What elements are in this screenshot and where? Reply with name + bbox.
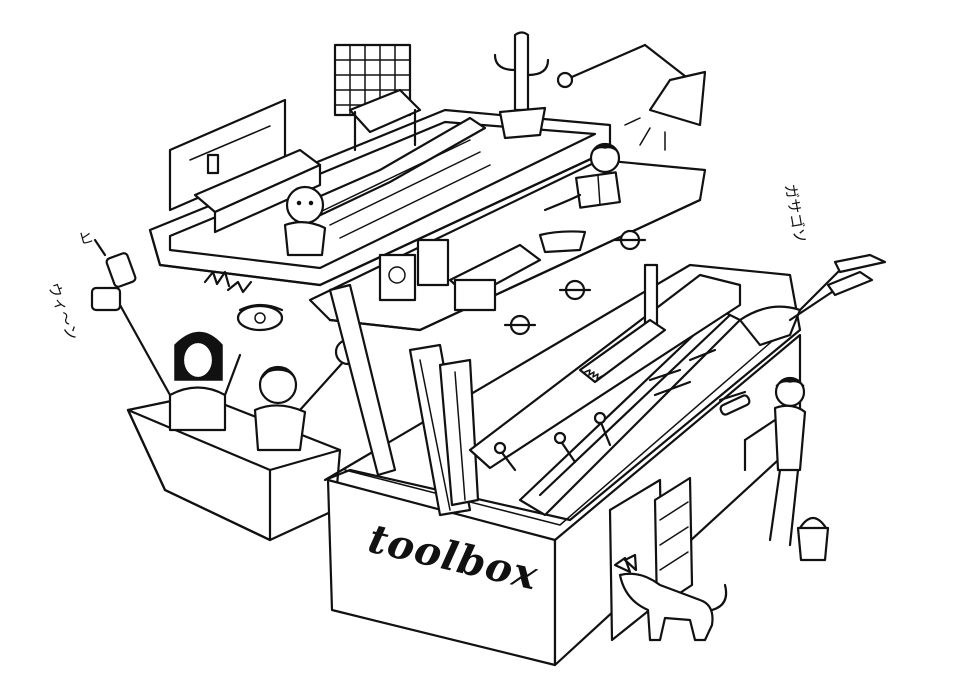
wood-planks: [328, 283, 480, 517]
left-people-tray: [90, 238, 362, 542]
drill-icon: [93, 238, 137, 288]
back-furniture-tray: [148, 31, 612, 287]
cactus-icon: [493, 31, 550, 140]
paint-bucket-icon: [796, 516, 830, 562]
painter-figure: [719, 376, 807, 547]
sfx-text-left-1: ヒ: [76, 228, 95, 249]
cat-figure: [613, 553, 728, 642]
man-figure: [253, 338, 362, 452]
woman-figure: [90, 286, 242, 432]
main-toolbox: toolbox: [323, 263, 802, 667]
legs-up-figure: [738, 253, 887, 347]
telephone-icon: [236, 303, 284, 332]
sfx-text-right: ガサゴソ: [781, 183, 809, 245]
sfx-text-left-2: ウィ〜ン: [44, 280, 81, 343]
saw-icon: [578, 318, 667, 384]
middle-reading-tray: [308, 142, 707, 336]
screw-icons: [493, 348, 747, 472]
desk-lamp-icon: [556, 43, 707, 151]
baby-figure: [283, 185, 327, 257]
